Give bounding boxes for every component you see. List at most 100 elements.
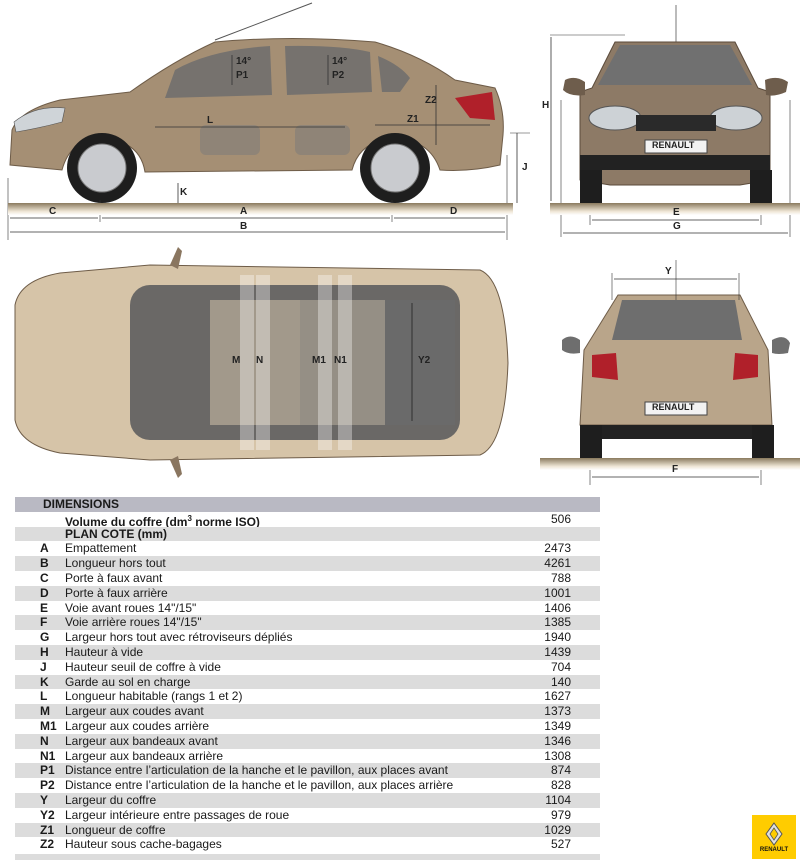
section-title: PLAN COTE (mm) xyxy=(65,526,167,541)
row-label: Largeur aux bandeaux arrière xyxy=(65,748,224,763)
table-row: Z2 Hauteur sous cache-bagages 527 xyxy=(15,837,600,852)
dim-label-c: C xyxy=(49,206,57,217)
row-value: 1001 xyxy=(544,585,571,600)
row-value: 704 xyxy=(550,659,571,674)
renault-logo: RENAULT xyxy=(752,815,796,859)
front-plate-text: RENAULT xyxy=(652,140,695,150)
renault-diamond-icon xyxy=(765,821,783,846)
dim-label-z1: Z1 xyxy=(407,114,419,125)
dim-label-m1: M1 xyxy=(312,355,326,366)
dim-label-j: J xyxy=(522,162,528,173)
row-label: Voie arrière roues 14"/15" xyxy=(65,615,202,630)
row-label: Distance entre l’articulation de la hanc… xyxy=(65,778,454,793)
row-value: 1308 xyxy=(544,748,571,763)
table-row: A Empattement 2473 xyxy=(15,541,600,556)
table-footer-bar xyxy=(15,854,600,861)
dim-label-m: M xyxy=(232,355,241,366)
row-value: 788 xyxy=(550,570,571,585)
table-row: C Porte à faux avant 788 xyxy=(15,571,600,586)
volume-value: 506 xyxy=(550,511,571,526)
front-view-diagram: RENAULT H E G xyxy=(530,0,800,245)
table-row: H Hauteur à vide 1439 xyxy=(15,644,600,660)
row-label: Largeur aux coudes arrière xyxy=(65,718,210,733)
row-label: Garde au sol en charge xyxy=(65,674,191,689)
table-row: E Voie avant roues 14"/15" 1406 xyxy=(15,601,600,616)
row-code: Z1 xyxy=(40,822,55,837)
row-label: Porte à faux avant xyxy=(65,570,163,585)
row-value: 1406 xyxy=(544,600,571,615)
row-value: 1104 xyxy=(545,792,571,807)
row-code: M xyxy=(40,704,50,719)
dim-label-p1-angle: 14° xyxy=(236,56,252,67)
dim-label-y: Y xyxy=(665,266,672,277)
row-code: F xyxy=(40,615,48,630)
dim-label-d: D xyxy=(450,206,458,217)
dim-label-z2: Z2 xyxy=(425,95,437,106)
row-code: M1 xyxy=(40,718,57,733)
row-value: 828 xyxy=(550,778,571,793)
rear-plate-text: RENAULT xyxy=(652,402,695,412)
row-value: 1439 xyxy=(544,644,571,659)
dim-label-n1: N1 xyxy=(334,355,347,366)
row-value: 874 xyxy=(550,763,571,778)
row-label: Largeur hors tout avec rétroviseurs dépl… xyxy=(65,630,293,645)
dim-label-e: E xyxy=(673,207,680,218)
row-value: 1029 xyxy=(544,822,571,837)
table-row: P2 Distance entre l’articulation de la ha… xyxy=(15,778,600,793)
row-value: 2473 xyxy=(544,541,571,556)
row-code: P2 xyxy=(40,778,55,793)
row-code: P1 xyxy=(40,763,55,778)
row-code: Y xyxy=(40,792,49,807)
rear-view-car-illustration xyxy=(562,260,790,485)
dim-label-p2-angle: 14° xyxy=(332,56,348,67)
row-label: Longueur de coffre xyxy=(65,822,166,837)
top-view-car-illustration xyxy=(14,247,509,478)
side-view-car-illustration xyxy=(7,2,530,240)
dim-label-y2: Y2 xyxy=(418,355,431,366)
row-code: A xyxy=(40,541,49,556)
row-label: Empattement xyxy=(65,541,137,556)
row-value: 4261 xyxy=(544,556,571,571)
ground-strip xyxy=(550,203,800,215)
dim-label-l: L xyxy=(207,115,214,126)
logo-text: RENAULT xyxy=(759,846,789,853)
row-label: Hauteur à vide xyxy=(65,644,144,659)
table-title-row: DIMENSIONS xyxy=(15,497,600,512)
row-label: Hauteur seuil de coffre à vide xyxy=(65,659,221,674)
row-label: Longueur habitable (rangs 1 et 2) xyxy=(65,689,243,704)
front-view-car-illustration xyxy=(550,5,791,237)
row-code: H xyxy=(40,644,49,659)
row-label: Hauteur sous cache-bagages xyxy=(65,837,222,852)
row-value: 1385 xyxy=(544,615,571,630)
ground-strip xyxy=(540,458,800,470)
side-view-diagram: 14° P1 14° P2 L Z1 Z2 K J C A D B xyxy=(0,0,530,245)
row-code: E xyxy=(40,600,49,615)
dim-label-h: H xyxy=(542,100,550,111)
volume-row: Volume du coffre (dm3 norme ISO) 506 xyxy=(15,511,600,529)
row-code: K xyxy=(40,674,49,689)
section-row: PLAN COTE (mm) xyxy=(15,526,600,542)
dim-label-f: F xyxy=(672,464,679,475)
row-code: C xyxy=(40,570,49,585)
row-code: Z2 xyxy=(40,837,55,852)
row-label: Largeur du coffre xyxy=(65,792,157,807)
row-label: Voie avant roues 14"/15" xyxy=(65,600,197,615)
table-row: Y Largeur du coffre 1104 xyxy=(15,792,600,808)
row-code: B xyxy=(40,556,49,571)
row-value: 1373 xyxy=(544,704,571,719)
table-title: DIMENSIONS xyxy=(43,497,120,511)
dimensions-table: DIMENSIONS Volume du coffre (dm3 norme I… xyxy=(15,497,600,861)
row-value: 527 xyxy=(550,837,571,852)
rear-view-diagram: RENAULT Y F xyxy=(540,255,800,490)
